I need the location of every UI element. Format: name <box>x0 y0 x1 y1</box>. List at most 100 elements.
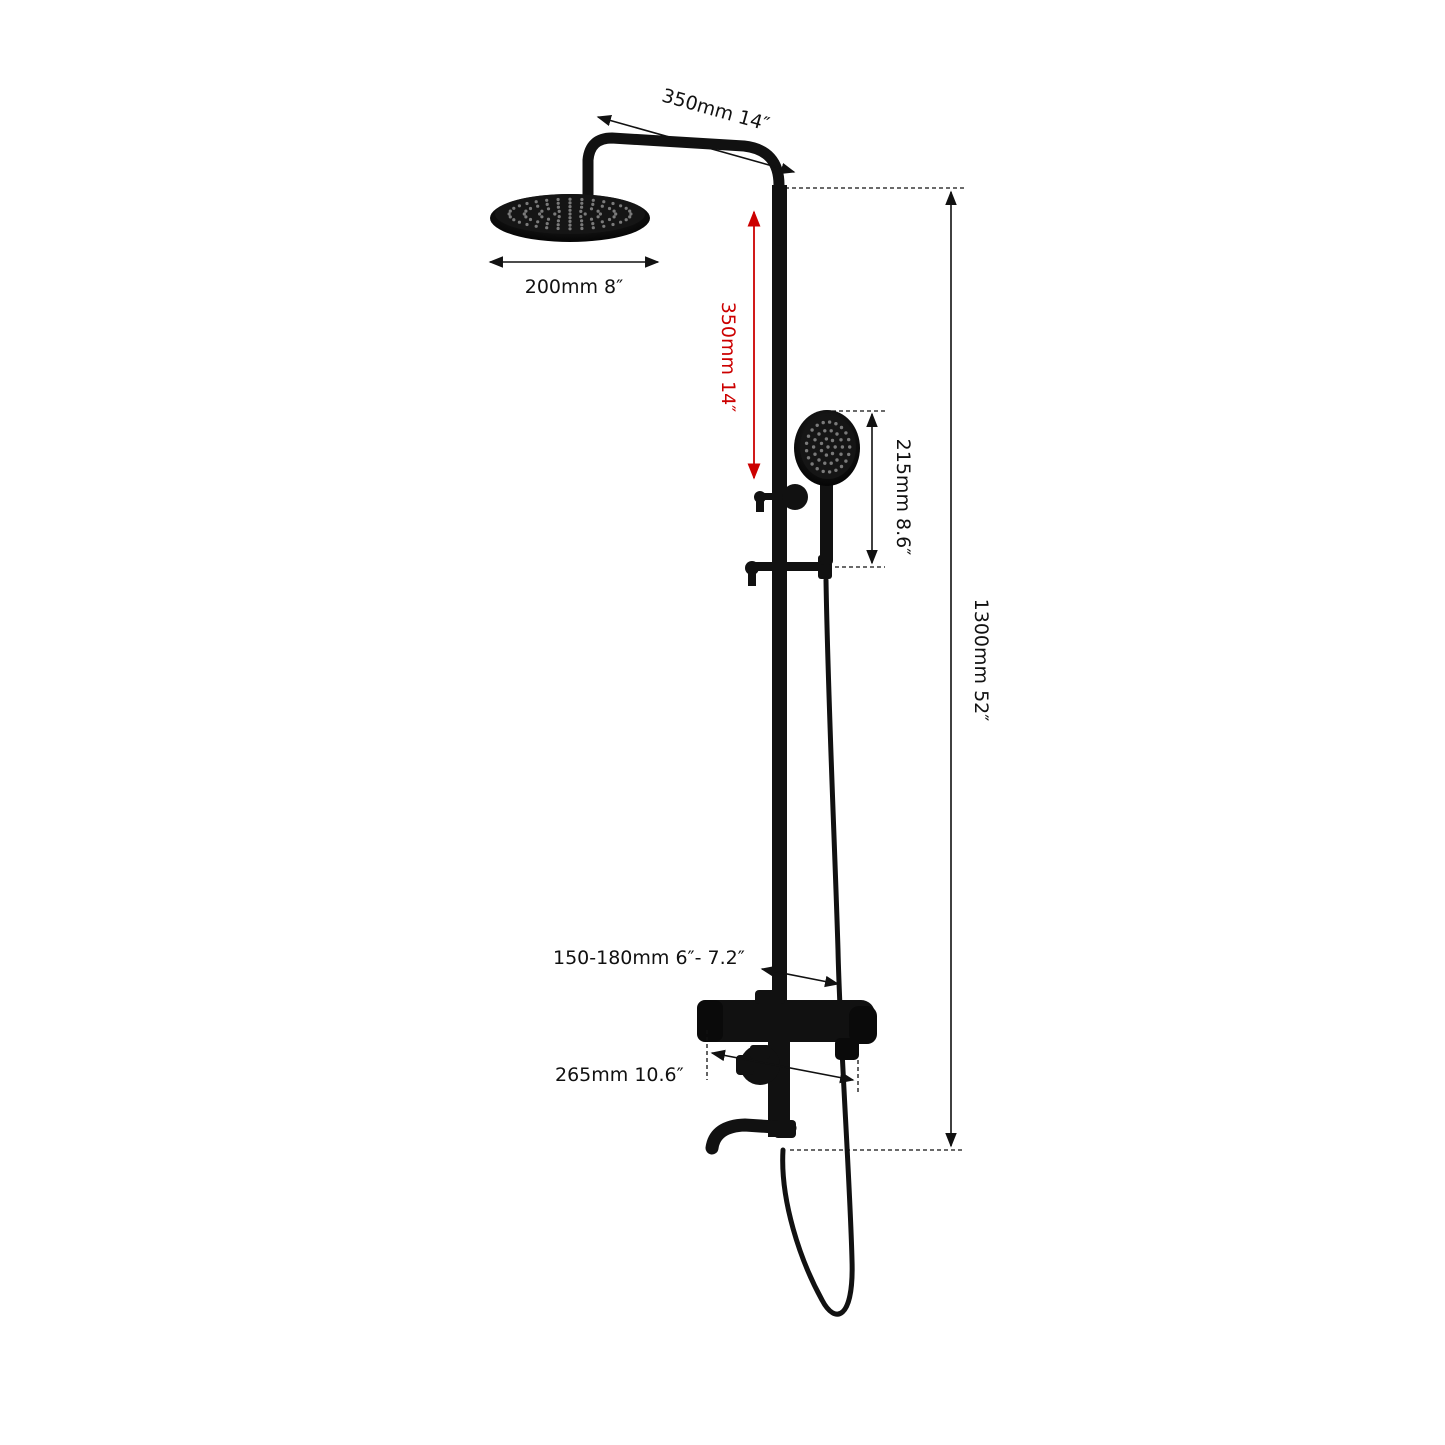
nozzle-dot <box>534 200 538 204</box>
nozzle-dot <box>810 428 814 432</box>
nozzle-dot <box>834 468 838 472</box>
nozzle-dot <box>839 464 844 469</box>
nozzle-dot <box>819 448 824 453</box>
nozzle-dot <box>847 437 851 442</box>
nozzle-dot <box>804 441 809 445</box>
nozzle-dot <box>607 206 612 211</box>
nozzle-dot <box>830 438 835 443</box>
mixer-width-label: 265mm 10.6″ <box>555 1064 684 1086</box>
nozzle-dot <box>840 445 845 449</box>
nozzle-dot <box>538 212 542 216</box>
nozzle-dot <box>568 205 572 209</box>
nozzle-dot <box>568 201 572 205</box>
nozzle-dot <box>596 215 600 219</box>
nozzle-dot <box>847 452 851 457</box>
nozzle-dot <box>835 458 839 462</box>
nozzle-dot <box>600 220 604 224</box>
nozzle-dot <box>811 445 816 449</box>
nozzle-dot <box>534 224 538 228</box>
nozzle-dot <box>556 197 560 202</box>
inlet-spacing-arrow <box>760 965 840 988</box>
nozzle-dot <box>819 441 824 446</box>
nozzle-dot <box>540 215 544 219</box>
nozzle-dot <box>817 458 821 462</box>
nozzle-dot <box>517 220 522 224</box>
nozzle-dot <box>619 220 623 224</box>
nozzle-dot <box>612 215 616 219</box>
nozzle-dot <box>817 432 821 436</box>
shower-hose <box>780 577 855 1317</box>
hand-nozzles <box>804 420 852 474</box>
nozzle-dot <box>596 209 600 213</box>
thermostatic-mixer <box>697 990 877 1137</box>
nozzle-dot <box>628 215 632 219</box>
nozzle-dot <box>579 209 583 213</box>
nozzle-dot <box>827 420 832 424</box>
nozzle-dot <box>553 212 557 216</box>
nozzle-dot <box>536 204 540 208</box>
nozzle-dot <box>607 217 612 222</box>
mixer-width-arrow <box>710 1049 855 1084</box>
nozzle-dot <box>591 226 595 230</box>
nozzle-dot <box>580 205 584 209</box>
nozzle-dot <box>546 207 551 211</box>
nozzle-dot <box>829 429 833 433</box>
nozzle-dot <box>835 432 839 436</box>
nozzle-dot <box>629 212 633 216</box>
nozzle-dot <box>839 452 843 456</box>
nozzle-dot <box>568 227 572 231</box>
nozzle-dot <box>839 425 844 430</box>
nozzle-dot <box>813 452 817 456</box>
riser-pipe <box>772 185 787 1035</box>
nozzle-dot <box>540 209 544 213</box>
nozzle-dot <box>517 204 522 208</box>
nozzle-dot <box>556 226 560 231</box>
inlet-spacing-label: 150-180mm 6″- 7.2″ <box>553 947 745 969</box>
tub-spout <box>705 1118 797 1155</box>
nozzle-dot <box>830 451 835 456</box>
nozzle-dot <box>580 223 584 227</box>
nozzle-dot <box>545 202 549 206</box>
nozzle-dot <box>557 209 561 213</box>
nozzle-dot <box>821 469 825 474</box>
nozzle-dot <box>512 206 516 210</box>
nozzle-dot <box>580 219 584 223</box>
arm-bracket <box>754 484 808 512</box>
nozzle-dot <box>591 202 595 206</box>
arm-length-label: 350mm 14″ <box>659 85 771 136</box>
nozzle-dot <box>826 445 830 449</box>
dimension-annotations: 350mm 14″ 200mm 8″ 350mm 14″ 215mm 8.6″ … <box>488 85 992 1151</box>
nozzle-dot <box>524 215 528 219</box>
nozzle-dot <box>583 212 587 216</box>
nozzle-dot <box>600 204 604 208</box>
nozzle-dot <box>524 209 528 213</box>
nozzle-dot <box>568 212 572 216</box>
nozzle-dot <box>815 423 819 427</box>
nozzle-dot <box>557 215 561 219</box>
nozzle-dot <box>579 215 583 219</box>
nozzle-dot <box>556 219 561 223</box>
nozzle-dot <box>580 201 584 205</box>
nozzle-dot <box>580 197 584 202</box>
nozzle-dot <box>602 224 606 228</box>
nozzle-dot <box>545 226 549 230</box>
nozzle-dot <box>556 205 561 209</box>
nozzle-dot <box>815 467 819 471</box>
nozzle-dot <box>589 217 594 221</box>
nozzle-dot <box>598 212 603 216</box>
nozzle-dot <box>568 219 572 223</box>
nozzle-dot <box>619 204 623 208</box>
nozzle-dot <box>556 223 560 227</box>
nozzle-dot <box>545 198 549 202</box>
nozzle-dot <box>507 212 511 216</box>
nozzle-dot <box>806 456 811 460</box>
nozzle-dot <box>829 461 833 465</box>
nozzle-dot <box>591 198 595 202</box>
head-diameter-label: 200mm 8″ <box>525 276 624 298</box>
shower-system <box>490 132 877 1317</box>
total-height-label: 1300mm 52″ <box>970 599 992 722</box>
nozzle-dot <box>823 461 827 465</box>
nozzle-dot <box>848 445 852 449</box>
nozzle-dot <box>813 438 817 442</box>
nozzle-dot <box>827 470 832 474</box>
